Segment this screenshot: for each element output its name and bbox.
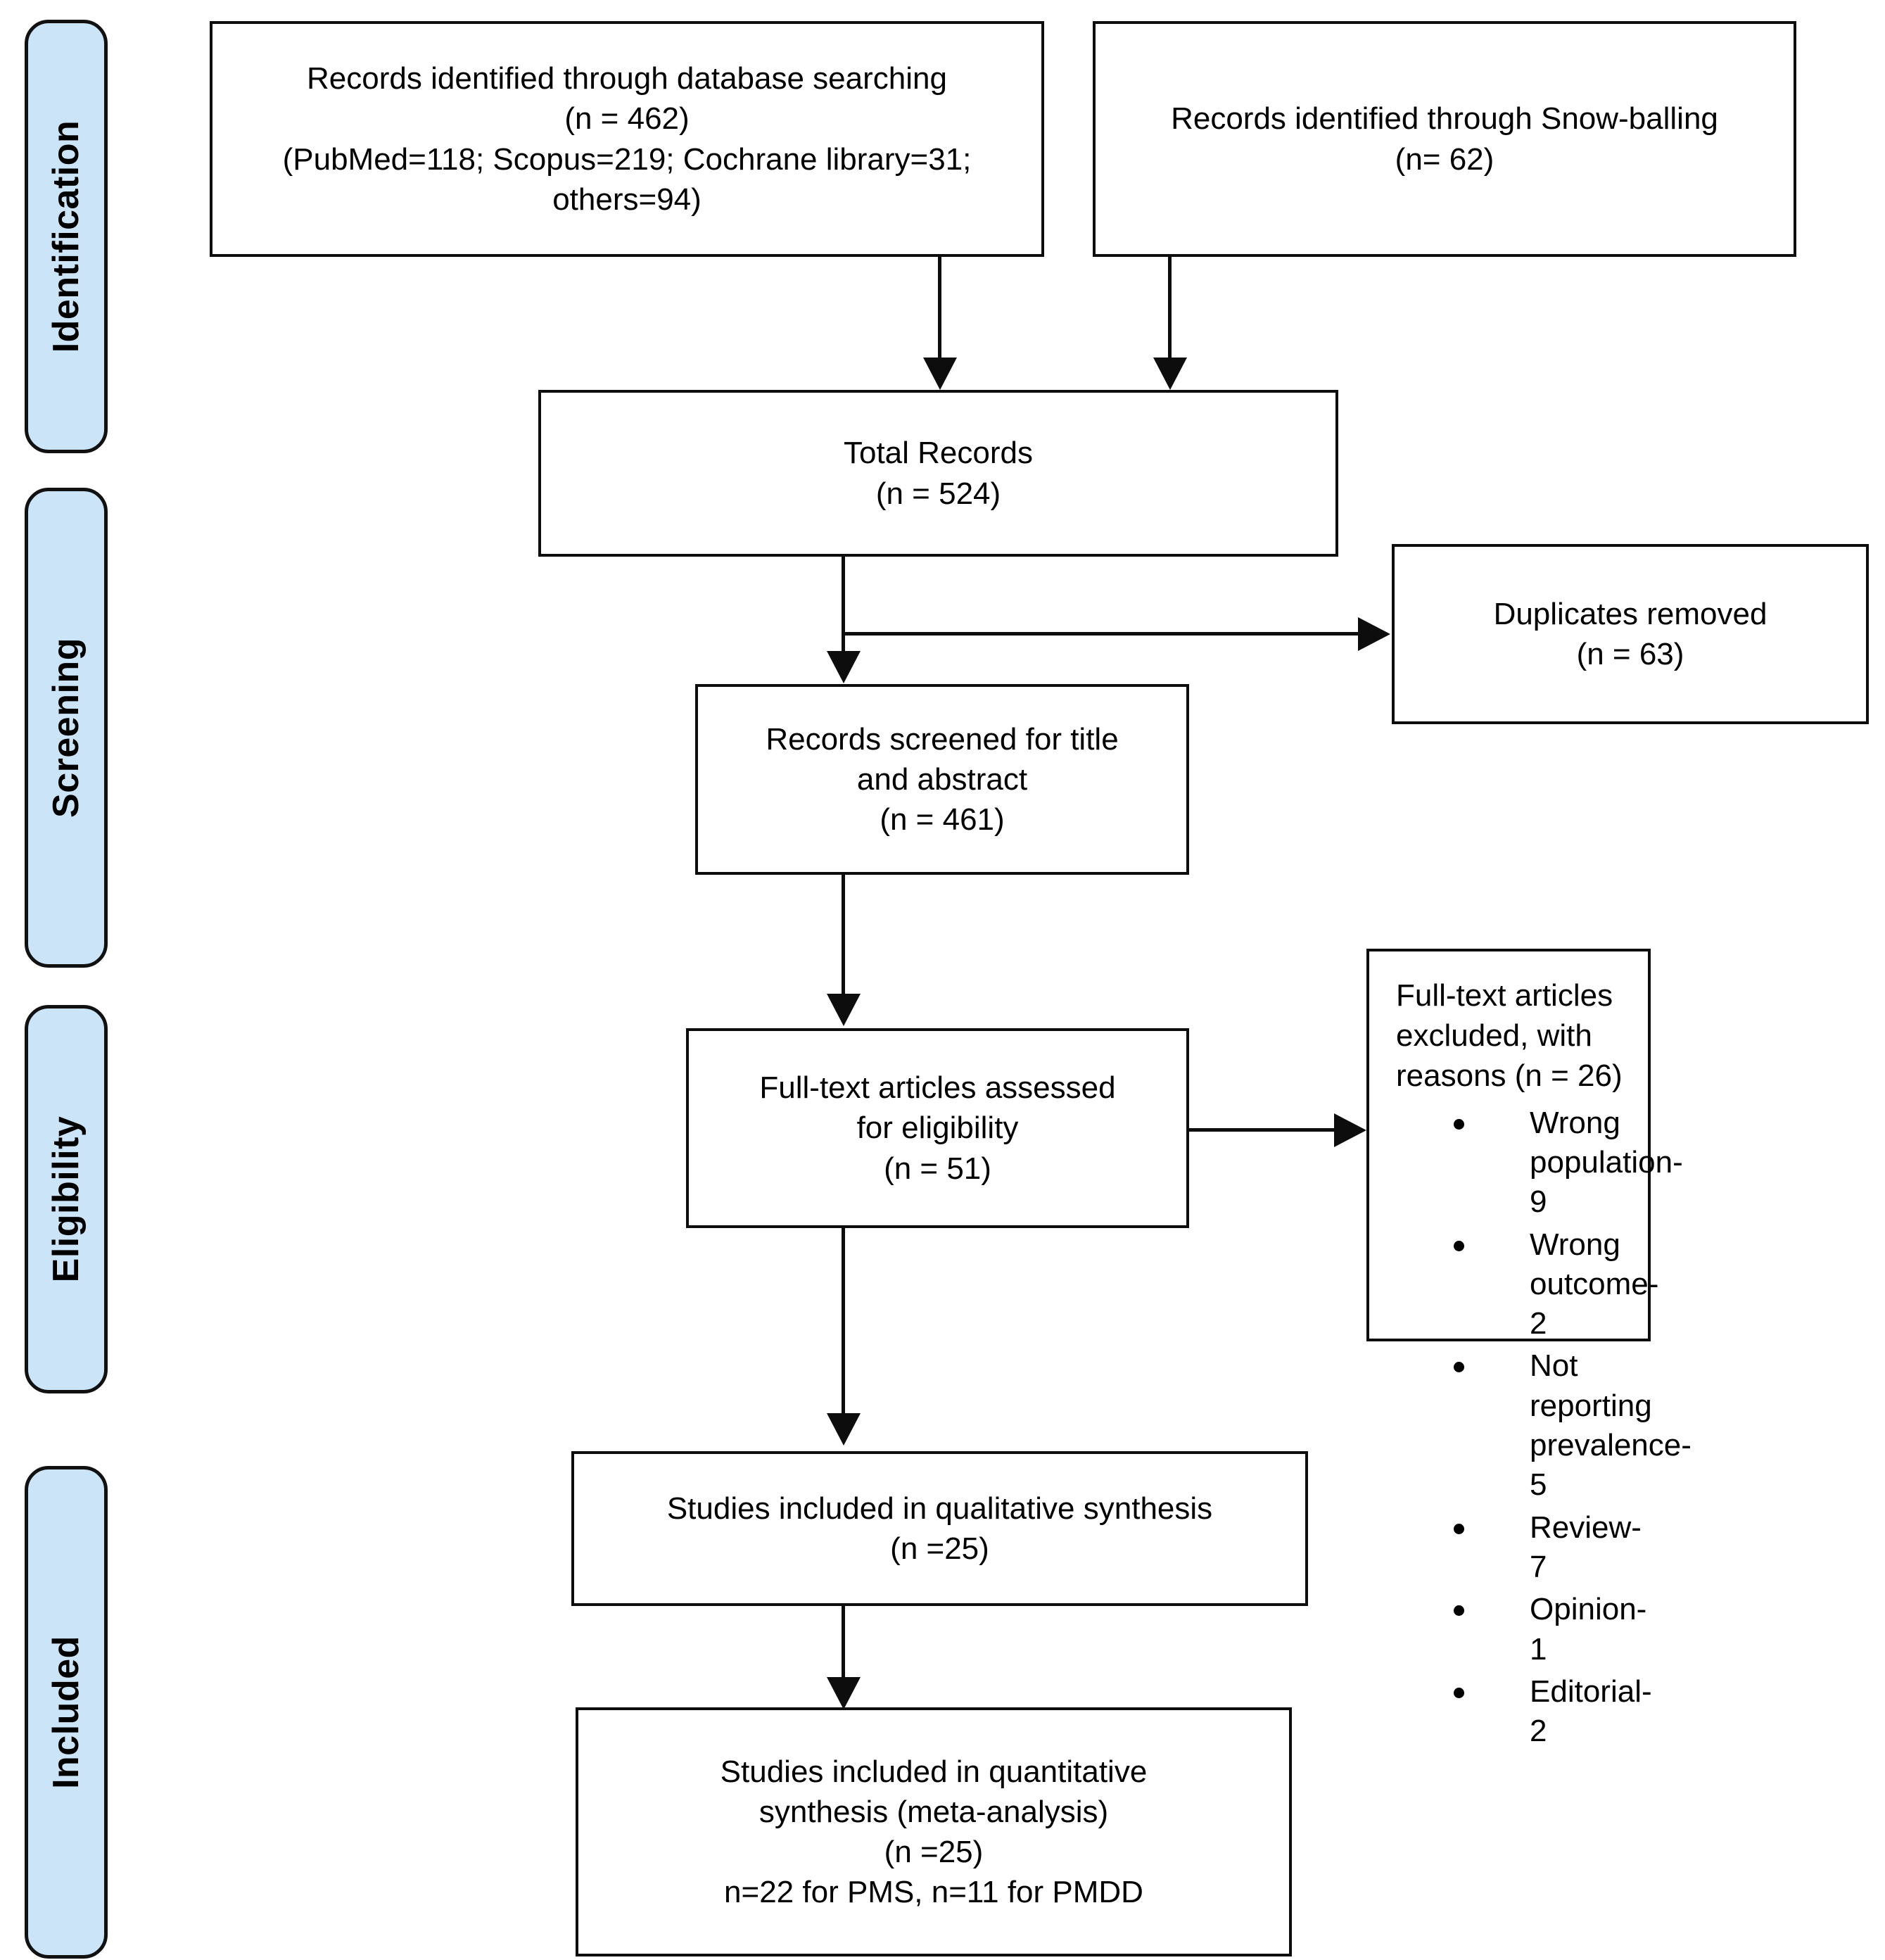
phase-identification: Identification <box>25 20 108 453</box>
records-screened-line-3: (n = 461) <box>880 802 1005 837</box>
box-duplicates-removed: Duplicates removed (n = 63) <box>1392 544 1869 724</box>
arrow-qualitative-to-quantitative <box>827 1677 861 1709</box>
phase-screening-label: Screening <box>46 638 87 818</box>
phase-screening: Screening <box>25 488 108 968</box>
list-item: Not reporting prevalence-5 <box>1454 1346 1692 1505</box>
connector-database-to-total <box>938 257 941 362</box>
box-fulltext-excluded: Full-text articles excluded, with reason… <box>1366 949 1692 1748</box>
qualitative-line-2: (n =25) <box>890 1531 989 1566</box>
total-records-line-1: Total Records <box>843 436 1033 471</box>
box-qualitative-synthesis: Studies included in qualitative synthesi… <box>571 1451 1308 1606</box>
box-records-identified-database: Records identified through database sear… <box>210 21 1044 257</box>
list-item: Wrong outcome- 2 <box>1454 1225 1658 1344</box>
box-quantitative-synthesis: Studies included in quantitative synthes… <box>576 1707 1292 1956</box>
arrow-database-to-total <box>923 358 957 390</box>
database-search-line-3: (PubMed=118; Scopus=219; Cochrane librar… <box>282 141 972 177</box>
connector-fulltext-to-excluded <box>1188 1128 1337 1132</box>
fulltext-excluded-line-2: reasons (n = 26) <box>1396 1058 1623 1094</box>
fulltext-assessed-line-2: for eligibility <box>856 1111 1019 1146</box>
quantitative-line-2: synthesis (meta-analysis) <box>759 1794 1109 1829</box>
database-search-line-4: others=94) <box>552 182 702 217</box>
exclusion-reason-list: Wrong population-9 Wrong outcome- 2 Not … <box>1396 1104 1692 1754</box>
list-item: Wrong population-9 <box>1454 1104 1683 1222</box>
connector-total-to-duplicates <box>842 632 1362 636</box>
phase-identification-label: Identification <box>46 120 87 353</box>
qualitative-line-1: Studies included in qualitative synthesi… <box>666 1491 1213 1526</box>
quantitative-line-3: (n =25) <box>884 1835 984 1869</box>
total-records-line-2: (n = 524) <box>875 476 1001 511</box>
records-screened-line-2: and abstract <box>856 761 1028 797</box>
list-item: Editorial-2 <box>1454 1672 1652 1752</box>
database-search-line-1: Records identified through database sear… <box>307 61 947 96</box>
fulltext-assessed-line-1: Full-text articles assessed <box>759 1070 1116 1106</box>
box-total-records: Total Records (n = 524) <box>538 390 1338 557</box>
duplicates-line-1: Duplicates removed <box>1493 596 1767 631</box>
arrow-fulltext-to-excluded <box>1334 1113 1366 1147</box>
connector-snowballing-to-total <box>1168 257 1172 362</box>
duplicates-line-2: (n = 63) <box>1576 637 1684 671</box>
arrow-screened-to-fulltext <box>827 994 861 1026</box>
phase-eligibility-label: Eligibility <box>46 1115 87 1283</box>
box-fulltext-assessed: Full-text articles assessed for eligibil… <box>686 1028 1189 1228</box>
box-records-identified-snowballing: Records identified through Snow-balling … <box>1093 21 1796 257</box>
connector-screened-to-fulltext <box>842 875 845 998</box>
fulltext-assessed-line-3: (n = 51) <box>884 1151 991 1186</box>
box-records-screened: Records screened for title and abstract … <box>695 684 1189 875</box>
list-item: Opinion-1 <box>1454 1590 1646 1669</box>
snowballing-line-2: (n= 62) <box>1395 141 1494 177</box>
connector-total-to-screened <box>842 557 845 655</box>
quantitative-line-1: Studies included in quantitative <box>720 1754 1148 1789</box>
arrow-total-to-duplicates <box>1358 617 1390 651</box>
arrow-fulltext-to-qualitative <box>827 1413 861 1446</box>
snowballing-line-1: Records identified through Snow-balling <box>1171 101 1718 137</box>
arrow-total-to-screened <box>827 651 861 683</box>
phase-eligibility: Eligibility <box>25 1005 108 1393</box>
list-item: Review-7 <box>1454 1508 1642 1588</box>
quantitative-line-4: n=22 for PMS, n=11 for PMDD <box>724 1875 1143 1910</box>
records-screened-line-1: Records screened for title <box>766 721 1119 757</box>
database-search-line-2: (n = 462) <box>564 101 690 137</box>
connector-fulltext-to-qualitative <box>842 1228 845 1415</box>
fulltext-excluded-line-1: Full-text articles excluded, with <box>1396 978 1613 1054</box>
connector-qualitative-to-quantitative <box>842 1606 845 1680</box>
arrow-snowballing-to-total <box>1153 358 1187 390</box>
phase-included: Included <box>25 1466 108 1959</box>
phase-included-label: Included <box>46 1636 87 1789</box>
